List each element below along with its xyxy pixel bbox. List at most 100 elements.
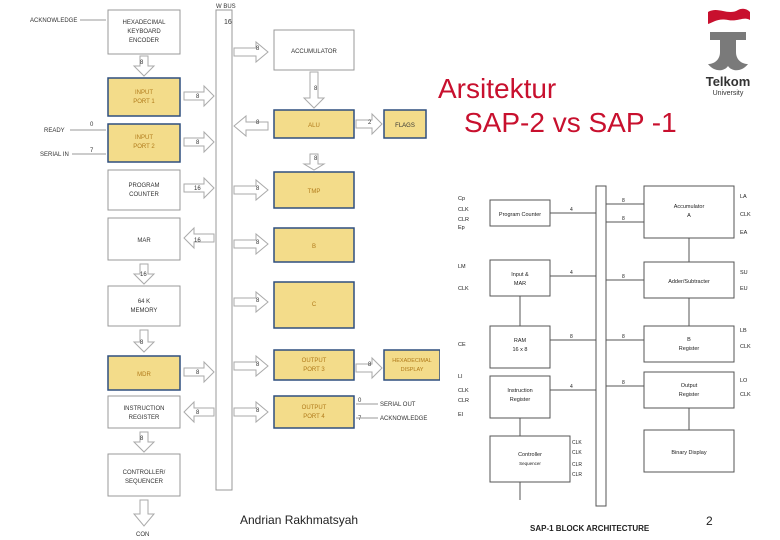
svg-text:CLR: CLR [458, 398, 469, 404]
sap1-instruction-register: Instruction Register [489, 375, 551, 419]
svg-text:CONTROLLER/: CONTROLLER/ [123, 470, 166, 476]
svg-text:Program Counter: Program Counter [499, 212, 541, 218]
sap2-alu: ALU [273, 109, 355, 139]
sap2-mar: MAR [107, 217, 181, 261]
svg-text:MAR: MAR [514, 281, 526, 287]
svg-text:LB: LB [740, 328, 747, 334]
svg-text:8: 8 [196, 410, 200, 416]
slide-title: Arsitektur SAP-2 vs SAP -1 [438, 72, 688, 140]
sap2-bus-arrows-left [183, 84, 215, 424]
svg-text:CE: CE [458, 342, 466, 348]
svg-text:A: A [687, 213, 691, 219]
svg-text:CLR: CLR [572, 462, 582, 468]
svg-text:MAR: MAR [137, 238, 151, 244]
svg-text:7: 7 [90, 148, 94, 154]
svg-text:B: B [687, 337, 691, 343]
slide-title-line2: SAP-2 vs SAP -1 [464, 107, 677, 138]
sap1-left-signals: Cp CLK CLR Ep LM CLK CE LI CLK CLR EI [458, 196, 469, 418]
signal-serial-in: SERIAL IN [40, 152, 69, 158]
svg-text:16 x 8: 16 x 8 [513, 347, 528, 353]
svg-text:CLK: CLK [740, 212, 751, 218]
svg-text:4: 4 [570, 270, 573, 276]
svg-text:EU: EU [740, 286, 748, 292]
svg-text:B: B [312, 244, 316, 250]
slide-title-line1: Arsitektur [438, 73, 557, 104]
logo-sub: University [713, 90, 744, 97]
svg-text:ACCUMULATOR: ACCUMULATOR [291, 49, 337, 55]
sap2-instruction-register: INSTRUCTION REGISTER [107, 395, 181, 429]
svg-text:8: 8 [314, 86, 318, 92]
sap2-input-port-1: INPUT PORT 1 [107, 77, 181, 117]
svg-text:4: 4 [570, 384, 573, 390]
svg-text:CLR: CLR [458, 217, 469, 223]
svg-text:DISPLAY: DISPLAY [401, 367, 424, 373]
svg-text:Register: Register [679, 346, 700, 352]
svg-text:8: 8 [314, 156, 318, 162]
svg-text:PORT 1: PORT 1 [133, 99, 155, 105]
sap1-adder-subtracter: Adder/Subtracter [643, 261, 735, 299]
sap2-controller-sequencer: CONTROLLER/ SEQUENCER [107, 453, 181, 497]
footer-author: Andrian Rakhmatsyah [240, 513, 359, 527]
sap2-b-register: B [273, 227, 355, 263]
svg-text:0: 0 [90, 122, 94, 128]
sap1-binary-display: Binary Display [643, 429, 735, 473]
svg-text:REGISTER: REGISTER [129, 415, 160, 421]
sap1-connections [519, 203, 690, 500]
svg-text:HEXADECIMAL: HEXADECIMAL [122, 20, 166, 26]
svg-text:LM: LM [458, 264, 466, 270]
svg-text:8: 8 [622, 274, 625, 280]
svg-text:16: 16 [194, 186, 201, 192]
sap1-accumulator: Accumulator A [643, 185, 735, 239]
svg-text:8: 8 [622, 198, 625, 204]
sap2-memory: 64 K MEMORY [107, 285, 181, 327]
svg-text:8: 8 [196, 370, 200, 376]
svg-text:8: 8 [196, 94, 200, 100]
sap2-flags: FLAGS [383, 109, 427, 139]
svg-text:Output: Output [681, 383, 698, 389]
svg-text:MDR: MDR [137, 372, 151, 378]
logo-ribbon-icon [708, 8, 750, 24]
telkom-university-logo: Telkom University [706, 8, 751, 97]
svg-text:8: 8 [256, 298, 260, 304]
svg-text:CLK: CLK [458, 286, 469, 292]
svg-text:KEYBOARD: KEYBOARD [127, 29, 161, 35]
sap2-input-port-2: INPUT PORT 2 [107, 123, 181, 163]
svg-text:ALU: ALU [308, 123, 320, 129]
svg-text:HEXADECIMAL: HEXADECIMAL [392, 358, 431, 364]
logo-name: Telkom [706, 74, 751, 89]
svg-text:INPUT: INPUT [135, 90, 153, 96]
svg-text:ENCODER: ENCODER [129, 38, 160, 44]
svg-text:Input &: Input & [511, 272, 529, 278]
svg-text:8: 8 [256, 186, 260, 192]
svg-text:PORT 2: PORT 2 [133, 144, 155, 150]
sap2-keyboard-encoder: HEXADECIMAL KEYBOARD ENCODER [107, 9, 181, 55]
sap2-tmp: TMP [273, 171, 355, 209]
sap2-output-port-3: OUTPUT PORT 3 [273, 349, 355, 381]
svg-text:8: 8 [140, 340, 144, 346]
svg-text:LI: LI [458, 374, 463, 380]
signal-con: CON [136, 532, 149, 538]
svg-text:8: 8 [140, 436, 144, 442]
sap1-ctrl-signals: CLK CLK CLR CLR [572, 440, 582, 478]
sap2-bus-arrows-right [233, 40, 383, 424]
svg-text:CLK: CLK [458, 388, 469, 394]
sap1-width-numbers: 4 8 8 4 8 8 8 4 8 [570, 198, 625, 390]
sap1-caption: SAP-1 BLOCK ARCHITECTURE [530, 524, 650, 533]
page-number: 2 [706, 514, 713, 528]
svg-text:Controller: Controller [518, 452, 542, 458]
svg-text:8: 8 [140, 60, 144, 66]
signal-serial-out: SERIAL OUT [380, 402, 416, 408]
svg-text:2: 2 [368, 120, 372, 126]
svg-text:EA: EA [740, 230, 748, 236]
svg-text:Register: Register [679, 392, 700, 398]
svg-text:8: 8 [622, 380, 625, 386]
sap2-mdr: MDR [107, 355, 181, 391]
sap1-program-counter: Program Counter [489, 199, 551, 227]
w-bus-label: W BUS [216, 4, 236, 10]
svg-text:COUNTER: COUNTER [129, 192, 159, 198]
signal-ready: READY [44, 128, 65, 134]
svg-text:OUTPUT: OUTPUT [302, 358, 327, 364]
signal-acknowledge-in: ACKNOWLEDGE [30, 18, 77, 24]
svg-text:4: 4 [570, 207, 573, 213]
